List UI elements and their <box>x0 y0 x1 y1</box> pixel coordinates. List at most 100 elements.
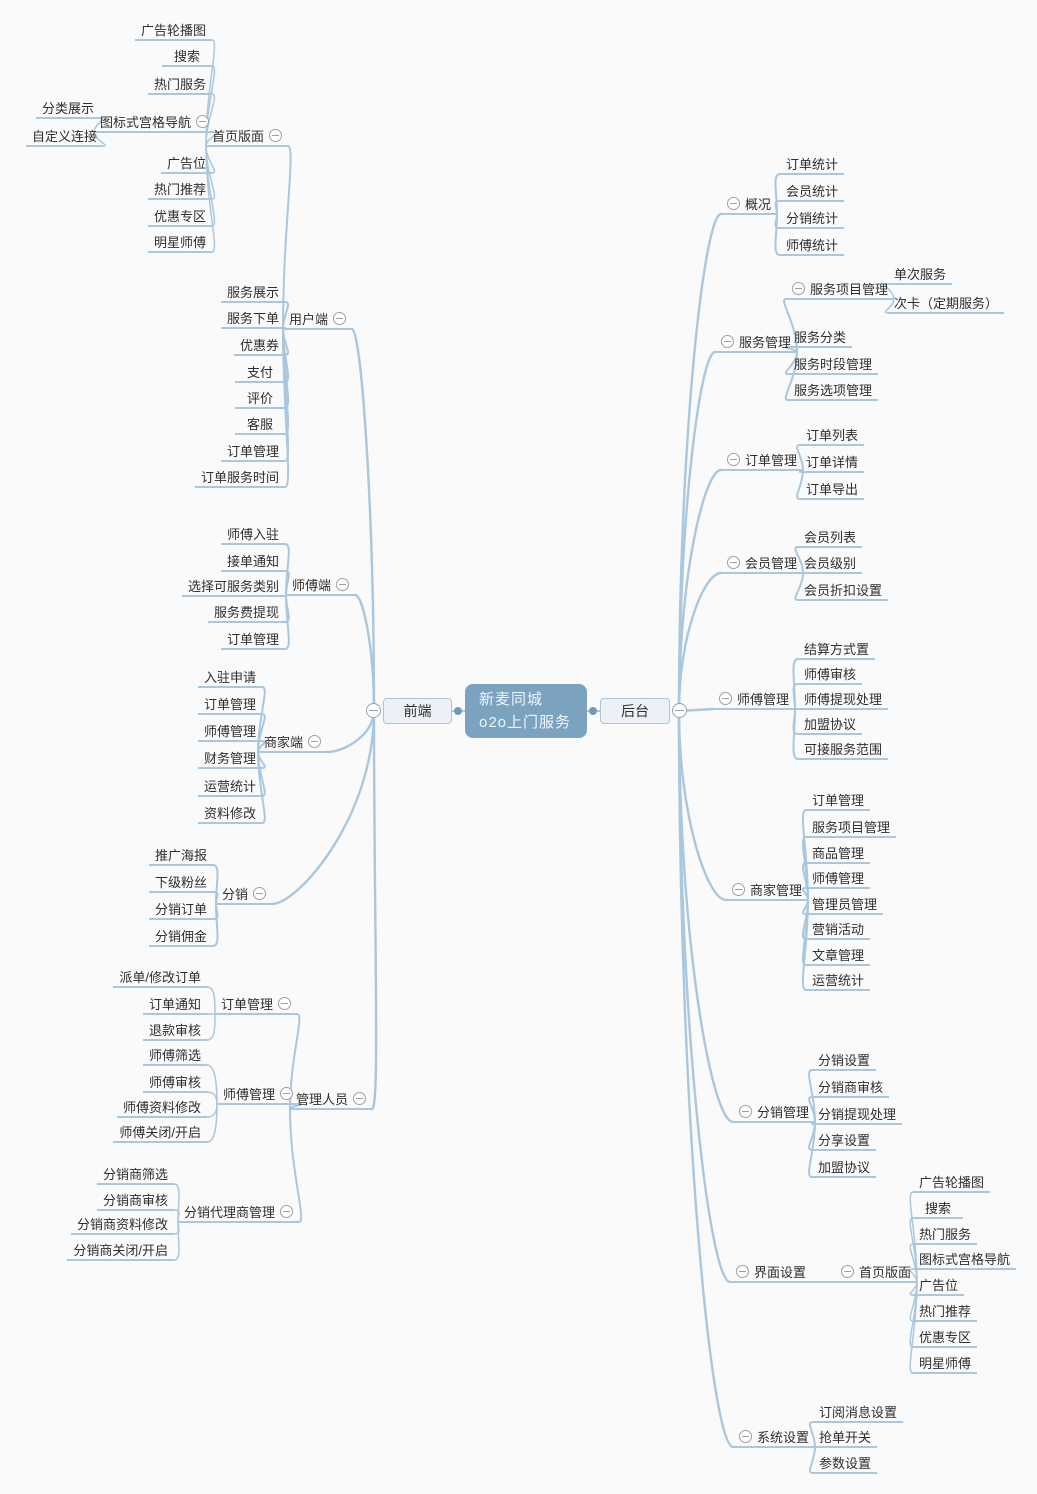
node-fenxiao-dailishang-guanli[interactable]: 分销代理商管理 <box>177 1202 299 1223</box>
node-ht-youhui-zhuanqu[interactable]: 优惠专区 <box>913 1327 978 1348</box>
node-sj-dingdan-guanli[interactable]: 订单管理 <box>197 694 262 715</box>
node-jiesuan-fangshi[interactable]: 结算方式置 <box>798 639 876 660</box>
node-ht-shouye-banmian[interactable]: 首页版面 <box>835 1262 918 1283</box>
node-huiyuan-tongji[interactable]: 会员统计 <box>780 181 845 202</box>
node-ht-gongge-daohang[interactable]: 图标式宫格导航 <box>913 1249 1017 1270</box>
node-u-dingdan-guanli[interactable]: 订单管理 <box>220 441 285 462</box>
collapse-icon-fuwu-guanli[interactable] <box>721 335 734 348</box>
node-shangpin-guanli[interactable]: 商品管理 <box>806 843 871 864</box>
collapse-icon-gaikuang[interactable] <box>727 197 740 210</box>
node-yingxiao-huodong[interactable]: 营销活动 <box>806 919 871 940</box>
node-jiedan-tongzhi[interactable]: 接单通知 <box>220 551 285 572</box>
node-huiyuan-guanli[interactable]: 会员管理 <box>721 553 804 574</box>
node-sj-yunying-tongji[interactable]: 运营统计 <box>197 776 262 797</box>
node-gl-shifu-guanli[interactable]: 师傅管理 <box>216 1084 299 1105</box>
collapse-icon-shangjia-guanli[interactable] <box>732 883 745 896</box>
node-shouye-banmian[interactable]: 首页版面 <box>205 126 288 147</box>
node-youhui-zhuanqu[interactable]: 优惠专区 <box>147 206 212 227</box>
node-guanggao-wei[interactable]: 广告位 <box>160 153 212 174</box>
node-youhuiquan[interactable]: 优惠券 <box>233 335 285 356</box>
node-dingdan-liebiao[interactable]: 订单列表 <box>800 425 865 446</box>
node-huiyuan-jibie[interactable]: 会员级别 <box>798 553 863 574</box>
collapse-icon-yonghuduan[interactable] <box>333 312 346 325</box>
collapse-icon-guanli-renyuan[interactable] <box>353 1092 366 1105</box>
node-fuwu-xiangmu-guanli[interactable]: 服务项目管理 <box>786 279 895 300</box>
node-dingdan-fuwu-shijian[interactable]: 订单服务时间 <box>194 467 285 488</box>
node-ht-remen-fuwu[interactable]: 热门服务 <box>913 1224 978 1245</box>
node-sj-shifu-guanli[interactable]: 师傅管理 <box>197 721 262 742</box>
collapse-icon-gl-dingdan-guanli[interactable] <box>278 997 291 1010</box>
node-kefu[interactable]: 客服 <box>235 414 285 435</box>
collapse-icon-ht-shouye-banmian[interactable] <box>841 1265 854 1278</box>
node-gg-lunbotu[interactable]: 广告轮播图 <box>134 20 212 41</box>
node-fenxiao-guanli[interactable]: 分销管理 <box>733 1102 816 1123</box>
node-guanliyuan-guanli[interactable]: 管理员管理 <box>806 894 884 915</box>
node-ht-mingxing-shifu[interactable]: 明星师傅 <box>913 1353 978 1374</box>
node-cika-dingqi-fuwu[interactable]: 次卡（定期服务） <box>888 293 1005 314</box>
collapse-icon-shangjiaduan[interactable] <box>308 735 321 748</box>
node-ht-dingdan-guanli[interactable]: 订单管理 <box>721 450 804 471</box>
node-fenxiao-tixian-chuli[interactable]: 分销提现处理 <box>812 1104 903 1125</box>
node-shifu-guanbi-kaiqi[interactable]: 师傅关闭/开启 <box>113 1122 207 1143</box>
collapse-icon-fenxiao-guanli[interactable] <box>739 1105 752 1118</box>
node-wenzhang-guanli[interactable]: 文章管理 <box>806 945 871 966</box>
node-remen-fuwu[interactable]: 热门服务 <box>147 74 212 95</box>
node-ht-gg-lunbotu[interactable]: 广告轮播图 <box>913 1172 991 1193</box>
node-sjg-shifu-guanli[interactable]: 师傅管理 <box>806 868 871 889</box>
node-tuiguang-haibao[interactable]: 推广海报 <box>148 845 213 866</box>
node-fenxiang-shezhi[interactable]: 分享设置 <box>812 1130 877 1151</box>
node-guanli-renyuan[interactable]: 管理人员 <box>289 1089 372 1110</box>
node-ht-shifu-shenhe[interactable]: 师傅审核 <box>798 664 863 685</box>
node-ht-sousuo[interactable]: 搜索 <box>913 1198 963 1219</box>
node-fuwu-fenlei[interactable]: 服务分类 <box>788 327 853 348</box>
node-danci-fuwu[interactable]: 单次服务 <box>888 264 953 285</box>
node-fuwu-zhanshi[interactable]: 服务展示 <box>220 282 285 303</box>
node-shifuduan[interactable]: 师傅端 <box>285 575 355 596</box>
node-sjg-fuwu-xiangmu[interactable]: 服务项目管理 <box>806 817 897 838</box>
node-xuanze-fuwu-leibie[interactable]: 选择可服务类别 <box>181 576 285 597</box>
node-shangjia-guanli[interactable]: 商家管理 <box>726 880 809 901</box>
node-shifu-tongji[interactable]: 师傅统计 <box>780 235 845 256</box>
collapse-icon-fenxiao[interactable] <box>253 887 266 900</box>
node-tuikuan-shenhe[interactable]: 退款审核 <box>142 1020 207 1041</box>
node-fenxiao-dingdan[interactable]: 分销订单 <box>148 899 213 920</box>
node-shifu-shenhe[interactable]: 师傅审核 <box>142 1072 207 1093</box>
branch-node-frontend[interactable]: 前端 <box>383 698 452 724</box>
node-qiangdan-kaiguan[interactable]: 抢单开关 <box>813 1427 878 1448</box>
node-fenxiaoshang-shenhe[interactable]: 分销商审核 <box>812 1077 890 1098</box>
node-zidingyi-lianjie[interactable]: 自定义连接 <box>25 126 103 147</box>
node-ht-shifu-guanli[interactable]: 师傅管理 <box>713 689 796 710</box>
node-jiemian-shezhi[interactable]: 界面设置 <box>730 1262 813 1283</box>
node-huiyuan-zhekou-shezhi[interactable]: 会员折扣设置 <box>798 580 889 601</box>
branch-node-backend[interactable]: 后台 <box>600 698 670 724</box>
node-ht-guanggao-wei[interactable]: 广告位 <box>913 1275 965 1296</box>
collapse-icon-ht-shifu-guanli[interactable] <box>719 692 732 705</box>
node-paidan-xiugai-dingdan[interactable]: 派单/修改订单 <box>113 967 207 988</box>
node-sf-dingdan-guanli[interactable]: 订单管理 <box>220 629 285 650</box>
node-canshu-shezhi[interactable]: 参数设置 <box>813 1453 878 1474</box>
collapse-icon-fuwu-xiangmu-guanli[interactable] <box>792 282 805 295</box>
node-ziliao-xiugai[interactable]: 资料修改 <box>197 803 262 824</box>
node-remen-tuijian[interactable]: 热门推荐 <box>147 179 212 200</box>
node-gongge-daohang[interactable]: 图标式宫格导航 <box>93 112 215 133</box>
collapse-icon-gongge-daohang[interactable] <box>196 115 209 128</box>
node-fuwu-xuanxiang-guanli[interactable]: 服务选项管理 <box>788 380 879 401</box>
node-xitong-shezhi[interactable]: 系统设置 <box>733 1427 816 1448</box>
node-dingdan-xiangqing[interactable]: 订单详情 <box>800 452 865 473</box>
node-sf-jiameng-xieyi[interactable]: 加盟协议 <box>798 714 863 735</box>
collapse-icon-shifuduan[interactable] <box>336 578 349 591</box>
node-fuwu-guanli[interactable]: 服务管理 <box>715 332 798 353</box>
node-fuwufei-tixian[interactable]: 服务费提现 <box>207 602 285 623</box>
node-fuwu-xiadan[interactable]: 服务下单 <box>220 308 285 329</box>
collapse-icon-shouye-banmian[interactable] <box>269 129 282 142</box>
collapse-icon-backend[interactable] <box>672 703 687 718</box>
collapse-icon-ht-dingdan-guanli[interactable] <box>727 453 740 466</box>
node-fuwu-shiduan-guanli[interactable]: 服务时段管理 <box>788 354 879 375</box>
node-fxs-shenhe[interactable]: 分销商审核 <box>96 1190 174 1211</box>
node-fxs-ziliao-xiugai[interactable]: 分销商资料修改 <box>70 1214 174 1235</box>
node-fenxiao-shezhi[interactable]: 分销设置 <box>812 1050 877 1071</box>
collapse-icon-fenxiao-dailishang-guanli[interactable] <box>280 1205 293 1218</box>
node-fxs-shaixuan[interactable]: 分销商筛选 <box>96 1164 174 1185</box>
node-fenxiao-yongjin[interactable]: 分销佣金 <box>148 926 213 947</box>
node-dingdan-tongzhi[interactable]: 订单通知 <box>142 994 207 1015</box>
